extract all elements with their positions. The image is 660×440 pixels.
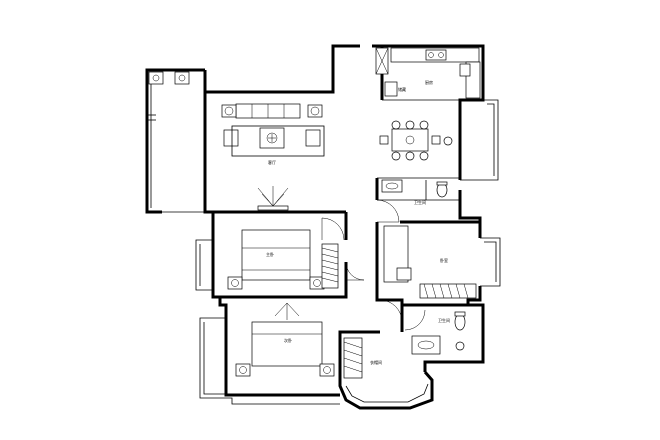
living-room: 客厅 — [221, 103, 325, 211]
nightstand-icon — [227, 276, 243, 290]
dining-table — [379, 120, 453, 161]
washer-icon — [174, 71, 190, 85]
balcony-east — [460, 99, 499, 181]
nightstand-icon — [235, 363, 251, 377]
outer-walls — [203, 44, 485, 410]
bookshelf-icon — [343, 337, 363, 379]
bathroom-b: 卫生间 — [402, 303, 468, 355]
room-label-master-bedroom: 主卧 — [266, 251, 274, 257]
kitchen: 厨房 储藏 — [375, 46, 481, 101]
study: 衣帽间 — [343, 337, 429, 403]
double-bed-icon — [251, 321, 323, 367]
bedroom-c: 卧室 — [379, 220, 480, 323]
room-label-bathroom-b: 卫生间 — [438, 317, 450, 323]
balcony-west — [145, 68, 205, 214]
room-label-storage: 储藏 — [398, 86, 406, 92]
armchair-icon — [305, 129, 321, 147]
side-table-icon — [307, 104, 323, 118]
washbasin-icon — [411, 335, 441, 355]
washbasin-icon — [381, 179, 403, 193]
balcony-bedroom-a — [195, 239, 213, 291]
room-label-living: 客厅 — [268, 159, 276, 165]
toilet-icon — [454, 313, 466, 331]
room-label-cloakroom: 衣帽间 — [370, 359, 382, 365]
bedroom-b: 次卧 — [235, 321, 335, 377]
double-bed-icon — [241, 229, 311, 281]
storage-cabinet — [384, 81, 398, 97]
nightstand-icon — [319, 363, 335, 377]
armchair-icon — [223, 129, 239, 147]
stove-icon — [425, 49, 447, 61]
tv-cabinet — [257, 205, 289, 211]
bathroom-a: 卫生间 — [376, 177, 460, 223]
room-label-bathroom-a: 卫生间 — [414, 199, 426, 205]
side-table-icon — [221, 104, 237, 118]
balcony-east-2 — [480, 237, 501, 287]
room-label-bedroom-b: 次卧 — [284, 337, 292, 343]
room-label-kitchen: 厨房 — [425, 79, 433, 85]
balcony-bedroom-b — [199, 317, 340, 405]
master-bedroom: 主卧 — [227, 217, 365, 320]
kitchen-sink-icon — [459, 63, 471, 77]
sink-icon — [148, 71, 164, 85]
room-label-bedroom-c: 卧室 — [440, 257, 448, 263]
